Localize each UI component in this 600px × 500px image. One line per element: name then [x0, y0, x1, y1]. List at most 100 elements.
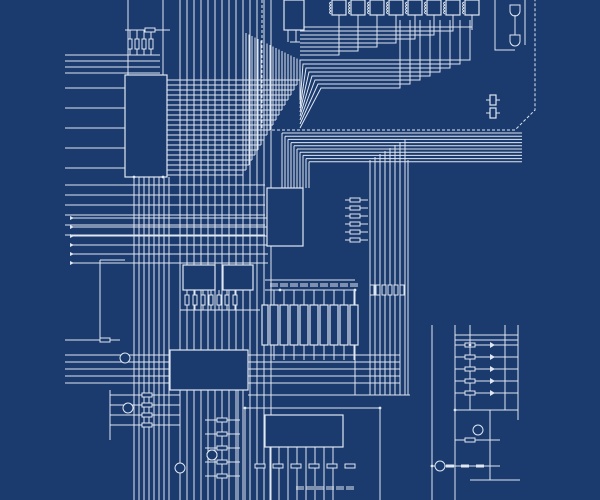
logic-gate-icon	[509, 4, 521, 17]
diode-icon	[490, 390, 495, 396]
ic-chip	[279, 304, 289, 346]
wire	[299, 20, 471, 100]
ic-chip	[339, 304, 349, 346]
wires	[65, 0, 536, 500]
inductor-coil	[367, 10, 370, 15]
wire	[494, 0, 515, 51]
components	[70, 0, 521, 479]
resistor-symbol	[272, 463, 284, 469]
resistor-symbol	[224, 294, 230, 306]
resistor-symbol	[349, 221, 361, 227]
ic-chip	[266, 187, 304, 247]
ic-chip	[283, 0, 305, 31]
resistor-symbol	[464, 390, 476, 396]
resistor-symbol	[464, 366, 476, 372]
transistor-symbol	[119, 352, 131, 364]
junction-dot	[353, 288, 357, 292]
inductor-coil	[386, 10, 389, 15]
resistor-symbol	[141, 412, 153, 418]
resistor-symbol	[148, 38, 154, 50]
resistor-symbol	[464, 437, 476, 443]
diode-icon	[490, 342, 495, 348]
inductor-coil	[348, 1, 351, 6]
resistor-symbol	[144, 27, 156, 33]
inductor-coil	[405, 1, 408, 6]
input-arrow-icon	[70, 216, 74, 220]
ic-chip	[329, 304, 339, 346]
wire	[300, 30, 435, 36]
resistor-symbol	[349, 197, 361, 203]
wire	[300, 30, 378, 48]
inductor-coil	[367, 1, 370, 6]
resistor-symbol	[349, 229, 361, 235]
wire	[300, 30, 416, 40]
resistor-symbol	[326, 463, 338, 469]
inductor-coil	[367, 7, 370, 12]
resistor-symbol	[141, 422, 153, 428]
ic-chip	[289, 304, 299, 346]
inductor-coil	[405, 4, 408, 9]
input-arrow-icon	[70, 234, 74, 238]
ic-chip	[464, 0, 480, 16]
wire	[300, 26, 473, 30]
inductor-coil	[424, 1, 427, 6]
wire	[299, 20, 431, 117]
resistor-symbol	[344, 463, 356, 469]
inductor-coil	[462, 1, 465, 6]
resistor-symbol	[232, 294, 238, 306]
inductor-coil	[329, 10, 332, 15]
resistor-symbol	[254, 463, 266, 469]
inductor-coil	[443, 1, 446, 6]
ic-chip	[489, 94, 497, 106]
inductor-coil	[443, 4, 446, 9]
inductor-coil	[348, 10, 351, 15]
resistor-symbol	[464, 354, 476, 360]
input-arrow-icon	[70, 243, 74, 247]
resistor-symbol	[99, 337, 111, 343]
wire	[299, 20, 451, 109]
junction-dot	[468, 343, 472, 347]
ic-chip	[169, 349, 249, 391]
transistor-symbol	[206, 449, 218, 461]
resistor-symbol	[216, 473, 228, 479]
resistor-symbol	[216, 431, 228, 437]
logic-gate-icon	[509, 34, 521, 47]
inductor-coil	[462, 7, 465, 12]
ic-chip	[222, 264, 254, 291]
ic-chip	[445, 0, 461, 16]
inductor-coil	[405, 10, 408, 15]
ic-chip	[369, 0, 385, 16]
resistor-symbol	[349, 205, 361, 211]
wire	[300, 30, 454, 32]
junction-dot	[378, 406, 382, 410]
wire	[299, 20, 461, 105]
ic-chip	[388, 0, 404, 16]
ic-chip	[264, 414, 344, 448]
ic-chip	[350, 0, 366, 16]
inductor-coil	[329, 4, 332, 9]
wire	[300, 30, 397, 44]
inductor-coil	[386, 7, 389, 12]
junction-dot	[430, 464, 434, 468]
junction-dot	[132, 175, 136, 179]
junction-dot	[243, 406, 247, 410]
resistor-symbol	[141, 38, 147, 50]
transistor-symbol	[434, 460, 446, 472]
inductor-coil	[462, 10, 465, 15]
resistor-symbol	[290, 463, 302, 469]
ic-chip	[299, 304, 309, 346]
resistor-symbol	[381, 284, 387, 296]
resistor-symbol	[464, 378, 476, 384]
resistor-symbol	[127, 38, 133, 50]
transistor-symbol	[472, 424, 484, 436]
ic-chip	[182, 264, 216, 291]
inductor-coil	[443, 10, 446, 15]
resistor-symbol	[349, 213, 361, 219]
inductor-coil	[386, 4, 389, 9]
inductor-coil	[348, 4, 351, 9]
resistor-symbol	[387, 284, 393, 296]
inductor-coil	[424, 4, 427, 9]
resistor-symbol	[184, 294, 190, 306]
